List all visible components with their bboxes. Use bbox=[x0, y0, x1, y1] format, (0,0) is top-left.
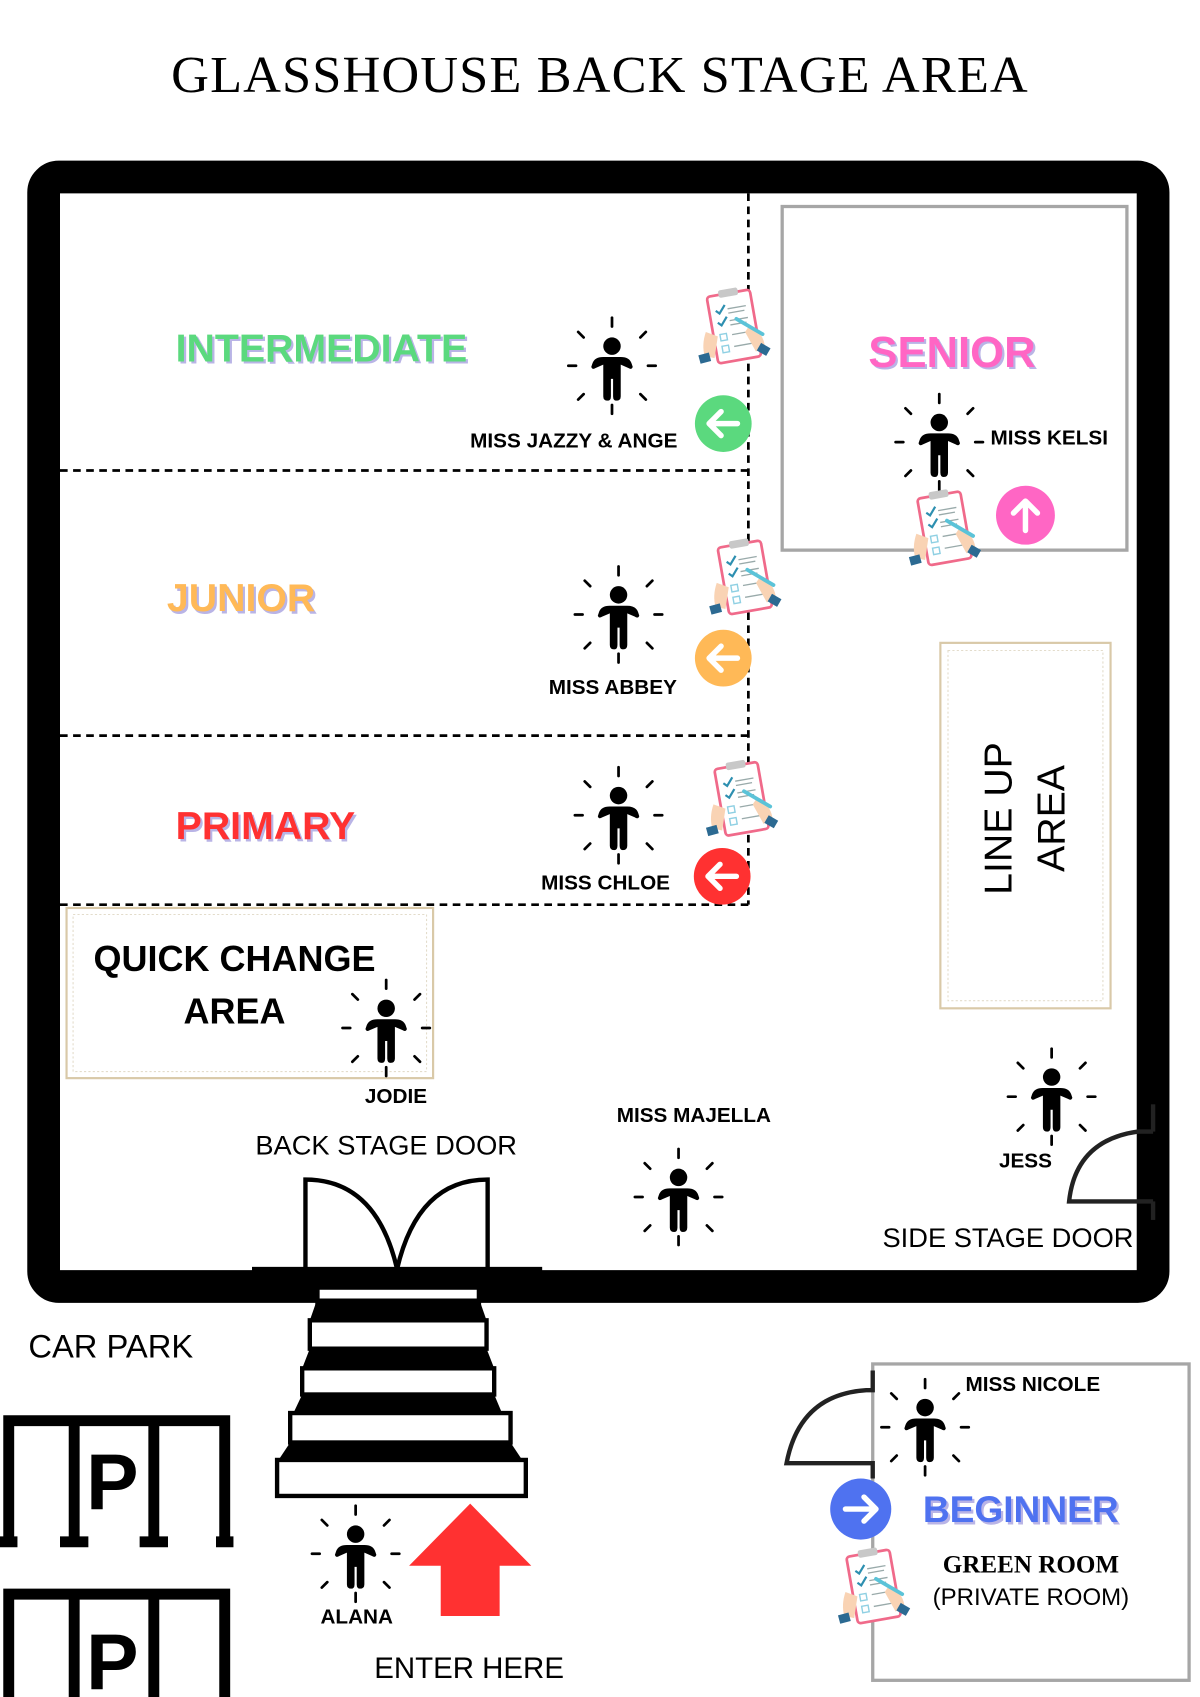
primary-direction-arrow bbox=[693, 847, 751, 905]
person-icon bbox=[880, 1377, 971, 1477]
intermediate-direction-arrow bbox=[694, 395, 752, 452]
staff-beginner: MISS NICOLE bbox=[965, 1373, 1100, 1396]
arrow-right-icon bbox=[842, 1494, 879, 1524]
staff-alana: ALANA bbox=[320, 1606, 393, 1629]
clipboard-icon bbox=[906, 485, 983, 568]
zone-junior: JUNIOR JUNIOR bbox=[167, 576, 318, 622]
primary-label: PRIMARY bbox=[176, 804, 356, 848]
person-icon bbox=[1006, 1047, 1097, 1147]
senior-label: SENIOR bbox=[868, 329, 1035, 377]
arrow-up-icon bbox=[1010, 498, 1041, 534]
person-icon bbox=[633, 1147, 724, 1247]
zone-senior: SENIOR SENIOR bbox=[868, 329, 1037, 379]
parking-icon: P bbox=[86, 1618, 138, 1697]
person-icon bbox=[310, 1504, 401, 1604]
staff-jodie: JODIE bbox=[365, 1085, 427, 1108]
parking-bays-lower: P bbox=[3, 1588, 231, 1697]
map-title: GLASSHOUSE BACK STAGE AREA bbox=[171, 46, 1029, 104]
staff-senior: MISS KELSI bbox=[991, 426, 1108, 449]
intermediate-label: INTERMEDIATE bbox=[176, 326, 468, 370]
zone-primary: PRIMARY PRIMARY bbox=[176, 804, 358, 850]
beginner-direction-arrow bbox=[830, 1478, 892, 1540]
building-wall bbox=[27, 160, 1170, 1303]
arrow-left-icon bbox=[706, 643, 741, 673]
back-stage-door-label: BACK STAGE DOOR bbox=[255, 1130, 517, 1161]
green-room-label: GREEN ROOM bbox=[943, 1551, 1119, 1578]
line-up-area: LINE UP AREA bbox=[939, 641, 1112, 1010]
svg-text:INTERMEDIATE: INTERMEDIATE bbox=[178, 329, 470, 373]
parking-bays-upper: P bbox=[0, 1415, 234, 1548]
car-park-label: CAR PARK bbox=[28, 1327, 193, 1364]
svg-text:SENIOR: SENIOR bbox=[871, 331, 1038, 379]
enter-arrow-icon bbox=[409, 1503, 532, 1616]
junior-direction-arrow bbox=[694, 629, 752, 687]
zone-intermediate: INTERMEDIATE INTERMEDIATE bbox=[176, 326, 470, 372]
person-icon bbox=[341, 978, 432, 1078]
person-icon bbox=[894, 392, 985, 492]
svg-text:JUNIOR: JUNIOR bbox=[169, 578, 317, 622]
beginner-label: BEGINNER bbox=[923, 1488, 1119, 1530]
arrow-left-icon bbox=[706, 408, 741, 439]
line-up-label-line1: LINE UP bbox=[976, 742, 1020, 895]
parking-icon: P bbox=[86, 1438, 138, 1526]
staff-primary: MISS CHLOE bbox=[541, 871, 670, 894]
side-stage-door-label: SIDE STAGE DOOR bbox=[883, 1222, 1134, 1253]
green-room: MISS NICOLE BEGINNER BEGINNER GREEN ROOM… bbox=[783, 1362, 1191, 1682]
green-room-door bbox=[783, 1370, 875, 1479]
svg-text:BEGINNER: BEGINNER bbox=[925, 1490, 1121, 1532]
svg-text:PRIMARY: PRIMARY bbox=[178, 806, 358, 850]
entrance-stairs bbox=[274, 1285, 528, 1499]
enter-here-label: ENTER HERE bbox=[374, 1652, 564, 1685]
quick-change-label-line1: QUICK CHANGE bbox=[94, 938, 376, 979]
clipboard-icon bbox=[704, 755, 781, 839]
staff-majella: MISS MAJELLA bbox=[617, 1104, 771, 1127]
clipboard-icon bbox=[696, 283, 773, 366]
quick-change-label-line2: AREA bbox=[184, 991, 286, 1032]
senior-direction-arrow bbox=[996, 485, 1055, 545]
quick-change-area: QUICK CHANGE AREA bbox=[65, 906, 435, 1080]
back-stage-door bbox=[252, 1177, 543, 1274]
arrow-left-icon bbox=[705, 861, 740, 892]
staff-jess: JESS bbox=[999, 1150, 1052, 1173]
person-icon bbox=[573, 765, 664, 865]
clipboard-icon bbox=[707, 534, 784, 617]
person-icon bbox=[573, 565, 664, 664]
person-icon bbox=[567, 316, 657, 416]
side-stage-door bbox=[1066, 1104, 1156, 1220]
staff-intermediate: MISS JAZZY & ANGE bbox=[470, 430, 677, 453]
junior-label: JUNIOR bbox=[167, 576, 315, 620]
line-up-label-line2: AREA bbox=[1030, 764, 1074, 872]
clipboard-icon bbox=[836, 1543, 913, 1626]
staff-junior: MISS ABBEY bbox=[549, 676, 677, 699]
private-room-label: (PRIVATE ROOM) bbox=[933, 1584, 1129, 1611]
zone-dividers bbox=[59, 193, 750, 907]
